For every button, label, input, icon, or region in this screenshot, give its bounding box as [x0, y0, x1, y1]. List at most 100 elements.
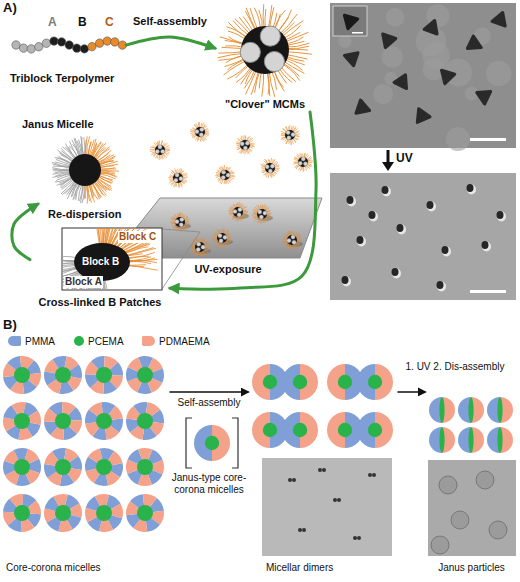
pcema-core [137, 459, 153, 475]
corona-chains [169, 168, 188, 187]
clover-lobe [240, 42, 260, 62]
tem-particle [288, 478, 292, 482]
core-corona-micelle [126, 402, 164, 440]
tem-particle [467, 184, 474, 192]
tem-particle [383, 34, 396, 48]
uv-arrow-head [382, 162, 394, 171]
pit-halo [397, 225, 406, 235]
tem-particle [333, 498, 337, 502]
micelle-core [155, 145, 165, 155]
corona-chains [216, 165, 235, 184]
tem-background [330, 173, 516, 300]
clover-micelle [236, 135, 254, 154]
flow-arrow [398, 391, 425, 393]
clover-lobe [179, 223, 183, 227]
janus-micelle-shape [357, 412, 393, 448]
flow-arrow [170, 112, 316, 289]
tem-particle [344, 15, 357, 28]
tem-particle [382, 186, 389, 194]
uv-arrow-shaft [387, 150, 390, 163]
clover-micelle [218, 5, 312, 97]
stage-caption: Micellar dimers [266, 562, 333, 574]
tem-particle [437, 281, 444, 289]
tem-background [330, 3, 516, 148]
core-corona-micelle [85, 402, 123, 440]
clover-lobe [301, 157, 305, 161]
tem-texture [486, 61, 512, 87]
clover-lobe [270, 164, 274, 168]
clover-lobe [292, 240, 296, 244]
tem-particle [489, 521, 507, 539]
patch-frame [62, 228, 162, 290]
clover-micelle [216, 165, 235, 184]
corona-chains [281, 125, 300, 144]
clover-lobe [291, 235, 295, 239]
micellar-dimer [252, 412, 318, 448]
clover-lobe [226, 173, 230, 177]
uv-label: UV [396, 152, 413, 166]
tem-particle [392, 268, 399, 276]
legend-entry: PDMAEMA [142, 334, 210, 348]
core-corona-micelle [126, 448, 164, 486]
pcema-core [338, 423, 352, 437]
legend-swatch [74, 336, 84, 346]
arrow-label: 1. UV 2. Dis-assembly [404, 361, 507, 373]
stage-caption: Triblock Terpolymer [10, 72, 114, 85]
pit-halo [392, 269, 401, 279]
pcema-core [96, 505, 112, 521]
janus-particle [458, 397, 484, 423]
zoom-line [162, 229, 200, 232]
janus-micelle-stage: Janus Micelle [22, 118, 128, 204]
pcema-core [368, 423, 382, 437]
pcema-band [497, 427, 502, 453]
arrow-label: Self-assembly [176, 397, 243, 409]
block-label: Block C [118, 231, 157, 243]
pcema-core [137, 505, 153, 521]
tem-particle [497, 211, 504, 219]
micellar-dimer [252, 364, 318, 400]
tem-image-janus-particles [428, 460, 516, 556]
pcema-core [96, 413, 112, 429]
monomer-bead [19, 44, 27, 52]
core-corona-micelle [3, 448, 41, 486]
scale-bar [470, 138, 506, 141]
pit-halo [482, 242, 491, 252]
micelle-core [285, 130, 295, 140]
pcema-core [293, 423, 307, 437]
tem-particle [353, 536, 357, 540]
tem-particle [476, 471, 494, 489]
block-label: Block A [64, 276, 103, 288]
pcema-core [205, 436, 219, 450]
tem-particle [292, 478, 296, 482]
corona-chains [213, 229, 232, 248]
pit-halo [357, 237, 366, 247]
janus-micelle-shape [194, 425, 230, 461]
micelle-core [265, 163, 275, 173]
clover-lobe [195, 130, 199, 134]
tem-particle [439, 476, 457, 494]
clover-lobe [196, 247, 200, 251]
pcema-band [497, 397, 502, 423]
tem-particle [342, 276, 349, 284]
tem-texture [381, 46, 402, 67]
corona-chains [150, 141, 170, 160]
panel-a-art [12, 3, 516, 318]
clover-lobe [180, 217, 184, 221]
corona-chains [283, 231, 301, 250]
clover-lobe [175, 173, 179, 177]
janus-core-corona-bracket: Janus-type core-corona micelles [168, 414, 252, 510]
core-corona-micelle [126, 356, 164, 394]
stage-caption: Cross-linked B Patches [39, 296, 162, 309]
janus-particle [458, 427, 484, 453]
tem-particle [442, 246, 449, 254]
clover-lobe [221, 175, 225, 179]
monomer-bead [50, 37, 58, 45]
tem-particle [431, 536, 449, 554]
scale-bar [470, 290, 506, 293]
tem-texture [386, 8, 405, 27]
stage-caption: Janus-type core-corona micelles [168, 472, 250, 495]
corona-chains [261, 158, 280, 177]
janus-micelle-shape [282, 412, 318, 448]
